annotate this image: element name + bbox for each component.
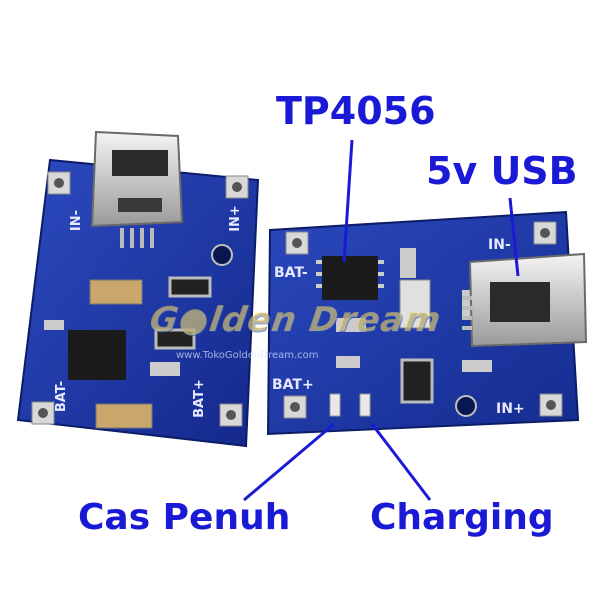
- silkscreen-in-plus-right: IN+: [496, 401, 525, 417]
- silkscreen-in-minus-right: IN-: [488, 237, 511, 253]
- right-board: [266, 210, 588, 436]
- full-charge-led-label: Cas Penuh: [78, 497, 291, 538]
- chip-annotation-label: TP4056: [276, 89, 436, 133]
- annotation-arrows: [243, 139, 520, 502]
- silkscreen-bat-plus-left: BAT+: [191, 379, 207, 418]
- charging-led-label: Charging: [370, 497, 554, 538]
- silkscreen-bat-plus-right: BAT+: [272, 377, 314, 393]
- usb-annotation-label: 5v USB: [426, 149, 578, 193]
- watermark-logo: G●lden Dream: [147, 300, 444, 340]
- silkscreen-bat-minus-right: BAT-: [274, 265, 308, 281]
- silkscreen-bat-minus-left: BAT-: [54, 380, 70, 413]
- silkscreen-in-plus-left: IN+: [227, 205, 243, 232]
- silkscreen-in-minus-left: IN-: [69, 209, 85, 232]
- left-board: [16, 130, 260, 448]
- watermark-url: www.TokoGoldenDream.com: [176, 350, 319, 361]
